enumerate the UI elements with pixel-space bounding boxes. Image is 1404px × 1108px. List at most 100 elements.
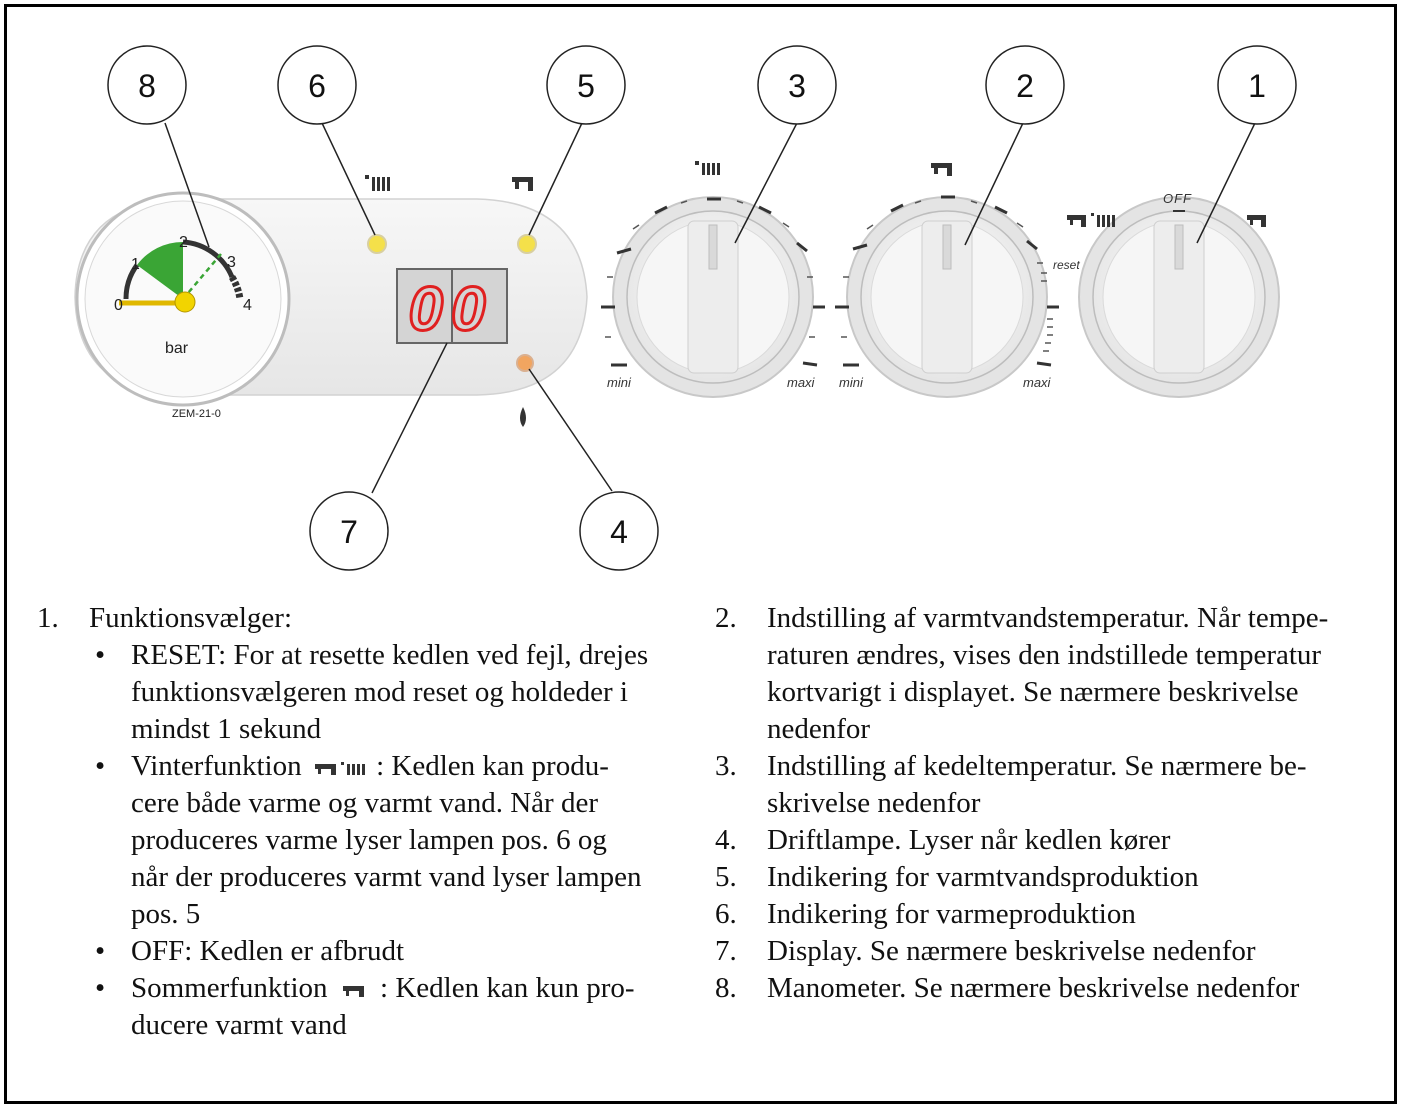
hotwater-dial-min: mini <box>839 375 864 390</box>
display-digits: 00 <box>409 275 494 344</box>
list-number: 3. <box>715 750 737 782</box>
list-item-3: 3. Indstilling af kedeltemperatur. Se næ… <box>715 748 1375 822</box>
callout-5: 5 <box>546 45 626 125</box>
list-number: 5. <box>715 861 737 893</box>
bullet-line-start: Vinterfunktion <box>131 750 302 782</box>
operation-lamp <box>516 354 534 372</box>
bullet-summer: • Sommerfunktion : Kedlen kan kun pro- d… <box>37 970 717 1044</box>
function-dial-reset: reset <box>1053 258 1080 272</box>
bullet-line: Vinterfunktion : Kedlen kan produ- <box>131 748 717 785</box>
bullet-line-end: : Kedlen kan produ- <box>376 750 609 782</box>
heating-lamp <box>367 234 387 254</box>
list-line: raturen ændres, vises den indstillede te… <box>767 639 1322 671</box>
summer-mode-icon <box>1247 215 1266 227</box>
callout-3: 3 <box>757 45 837 125</box>
callout-2: 2 <box>985 45 1065 125</box>
display: 00 <box>396 268 508 346</box>
gauge-label-4: 4 <box>243 297 252 314</box>
hotwater-temp-dial[interactable]: mini maxi <box>835 163 1059 398</box>
bullet-line: cere både varme og varmt vand. Når der <box>131 787 598 819</box>
svg-text:4: 4 <box>610 514 628 550</box>
tap-icon <box>931 163 952 176</box>
bullet-line: pos. 5 <box>131 898 201 930</box>
svg-text:5: 5 <box>577 68 595 104</box>
gauge-unit: bar <box>165 340 189 357</box>
gauge-label-3: 3 <box>227 254 236 271</box>
list-item-title: Funktionsvælger: <box>89 602 293 634</box>
bullet-line: mindst 1 sekund <box>131 713 322 745</box>
list-line: nedenfor <box>767 713 871 745</box>
function-selector-dial[interactable]: OFF reset <box>1053 191 1280 398</box>
list-item-5: 5. Indikering for varmtvandsproduktion <box>715 859 1375 896</box>
bullet-dot: • <box>95 972 106 1004</box>
list-line: Indikering for varmtvandsproduktion <box>767 861 1199 893</box>
left-description-list: 1. Funktionsvælger: • RESET: For at rese… <box>37 600 717 1044</box>
bullet-line: funktionsvælgeren mod reset og holdeder … <box>131 676 628 708</box>
svg-text:8: 8 <box>138 68 156 104</box>
callout-7: 7 <box>309 491 389 571</box>
bullet-line: RESET: For at resette kedlen ved fejl, d… <box>131 639 649 671</box>
list-line: Display. Se nærmere beskrivelse nedenfor <box>767 935 1256 967</box>
flame-icon <box>520 407 526 427</box>
manometer: 0 1 2 3 4 bar ZEM-21-0 <box>75 191 291 420</box>
gauge-label-1: 1 <box>131 256 140 273</box>
list-line: skrivelse nedenfor <box>767 787 981 819</box>
control-panel-diagram: 0 1 2 3 4 bar ZEM-21-0 00 <box>74 45 1297 571</box>
list-item-2: 2. Indstilling af varmtvandstemperatur. … <box>715 600 1375 748</box>
kettle-temp-dial[interactable]: mini maxi <box>601 161 825 398</box>
winter-mode-icon <box>314 762 365 776</box>
bullet-line: OFF: Kedlen er afbrudt <box>131 935 405 967</box>
svg-text:2: 2 <box>1016 68 1034 104</box>
list-number: 8. <box>715 972 737 1004</box>
list-item-8: 8. Manometer. Se nærmere beskrivelse ned… <box>715 970 1375 1007</box>
bullet-reset: • RESET: For at resette kedlen ved fejl,… <box>37 637 717 748</box>
kettle-dial-min: mini <box>607 375 632 390</box>
winter-mode-icon <box>1067 213 1115 227</box>
bullet-line: når der produceres varmt vand lyser lamp… <box>131 861 642 893</box>
kettle-dial-max: maxi <box>787 375 816 390</box>
gauge-label-0: 0 <box>114 297 123 314</box>
list-item-6: 6. Indikering for varmeproduktion <box>715 896 1375 933</box>
list-item-4: 4. Driftlampe. Lyser når kedlen kører <box>715 822 1375 859</box>
list-item-1: 1. Funktionsvælger: <box>37 600 717 637</box>
list-line: Indstilling af varmtvandstemperatur. Når… <box>767 602 1329 634</box>
svg-text:6: 6 <box>308 68 326 104</box>
bullet-dot: • <box>95 935 106 967</box>
svg-text:7: 7 <box>340 514 358 550</box>
callout-8: 8 <box>107 45 187 125</box>
bullet-line-end: : Kedlen kan kun pro- <box>380 972 635 1004</box>
list-line: Indikering for varmeproduktion <box>767 898 1136 930</box>
bullet-line-start: Sommerfunktion <box>131 972 328 1004</box>
hotwater-dial-max: maxi <box>1023 375 1052 390</box>
bullet-line: ducere varmt vand <box>131 1009 347 1041</box>
needle-hub <box>174 291 196 313</box>
document-frame: 0 1 2 3 4 bar ZEM-21-0 00 <box>4 4 1397 1104</box>
summer-mode-icon <box>342 986 364 998</box>
gauge-label-2: 2 <box>179 234 188 251</box>
list-item-7: 7. Display. Se nærmere beskrivelse neden… <box>715 933 1375 970</box>
list-number: 4. <box>715 824 737 856</box>
gauge-model-label: ZEM-21-0 <box>172 408 221 420</box>
bullet-off: • OFF: Kedlen er afbrudt <box>37 933 717 970</box>
radiator-icon <box>695 161 720 175</box>
bullet-dot: • <box>95 639 106 671</box>
callout-1: 1 <box>1217 45 1297 125</box>
callout-4: 4 <box>579 491 659 571</box>
svg-text:3: 3 <box>788 68 806 104</box>
green-zone <box>137 241 183 299</box>
right-description-list: 2. Indstilling af varmtvandstemperatur. … <box>715 600 1375 1007</box>
list-line: Manometer. Se nærmere beskrivelse nedenf… <box>767 972 1300 1004</box>
list-number: 6. <box>715 898 737 930</box>
list-line: kortvarigt i displayet. Se nærmere beskr… <box>767 676 1299 708</box>
list-line: Driftlampe. Lyser når kedlen kører <box>767 824 1171 856</box>
bullet-dot: • <box>95 750 106 782</box>
tap-icon <box>512 177 533 191</box>
radiator-icon <box>365 175 390 191</box>
list-number: 1. <box>37 602 59 634</box>
list-number: 7. <box>715 935 737 967</box>
bullet-winter: • Vinterfunktion : Kedlen kan produ- cer… <box>37 748 717 933</box>
leader-lines <box>164 122 1256 494</box>
bullet-line: Sommerfunktion : Kedlen kan kun pro- <box>131 970 717 1007</box>
function-dial-off: OFF <box>1163 191 1192 206</box>
hotwater-lamp <box>517 234 537 254</box>
